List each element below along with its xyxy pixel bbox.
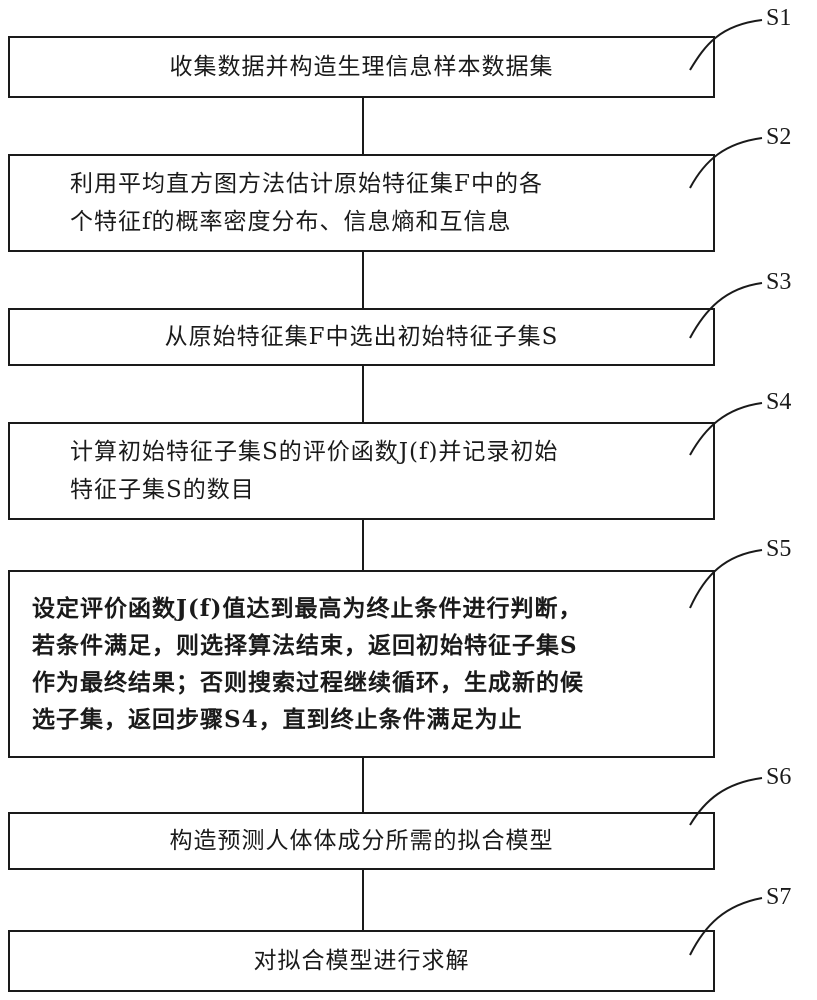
step-label-s1: S1 [766, 5, 792, 31]
leader-s5 [689, 549, 763, 609]
step-text-s2: 利用平均直方图方法估计原始特征集F中的各 个特征f的概率密度分布、信息熵和互信息 [70, 171, 543, 235]
step-label-s6: S6 [766, 764, 792, 790]
leader-s1 [689, 19, 763, 71]
step-text-s6: 构造预测人体体成分所需的拟合模型 [169, 828, 554, 854]
leader-s6 [689, 777, 763, 826]
leader-s2 [689, 137, 763, 189]
step-box-s5: 设定评价函数J(f)值达到最高为终止条件进行判断， 若条件满足，则选择算法结束，… [8, 570, 715, 758]
step-box-s2: 利用平均直方图方法估计原始特征集F中的各 个特征f的概率密度分布、信息熵和互信息 [8, 154, 715, 252]
step-box-s3: 从原始特征集F中选出初始特征子集S [8, 308, 715, 366]
step-text-s4: 计算初始特征子集S的评价函数J(f)并记录初始 特征子集S的数目 [70, 439, 559, 503]
leader-s3 [689, 282, 763, 339]
leader-s7 [689, 897, 763, 956]
step-box-s1: 收集数据并构造生理信息样本数据集 [8, 36, 715, 98]
step-label-s3: S3 [766, 269, 792, 295]
step-box-s7: 对拟合模型进行求解 [8, 930, 715, 992]
step-label-s5: S5 [766, 536, 792, 562]
connector-s3-s4 [362, 366, 364, 422]
step-label-s7: S7 [766, 884, 792, 910]
step-box-s4: 计算初始特征子集S的评价函数J(f)并记录初始 特征子集S的数目 [8, 422, 715, 520]
step-text-s1: 收集数据并构造生理信息样本数据集 [169, 54, 554, 80]
step-text-s3: 从原始特征集F中选出初始特征子集S [164, 324, 559, 350]
step-label-s4: S4 [766, 389, 792, 415]
leader-s4 [689, 402, 763, 456]
connector-s5-s6 [362, 758, 364, 812]
connector-s6-s7 [362, 870, 364, 930]
step-text-s5: 设定评价函数J(f)值达到最高为终止条件进行判断， 若条件满足，则选择算法结束，… [32, 595, 584, 733]
step-text-s7: 对拟合模型进行求解 [253, 948, 470, 974]
step-box-s6: 构造预测人体体成分所需的拟合模型 [8, 812, 715, 870]
step-label-s2: S2 [766, 124, 792, 150]
connector-s2-s3 [362, 252, 364, 308]
connector-s1-s2 [362, 98, 364, 154]
connector-s4-s5 [362, 520, 364, 570]
